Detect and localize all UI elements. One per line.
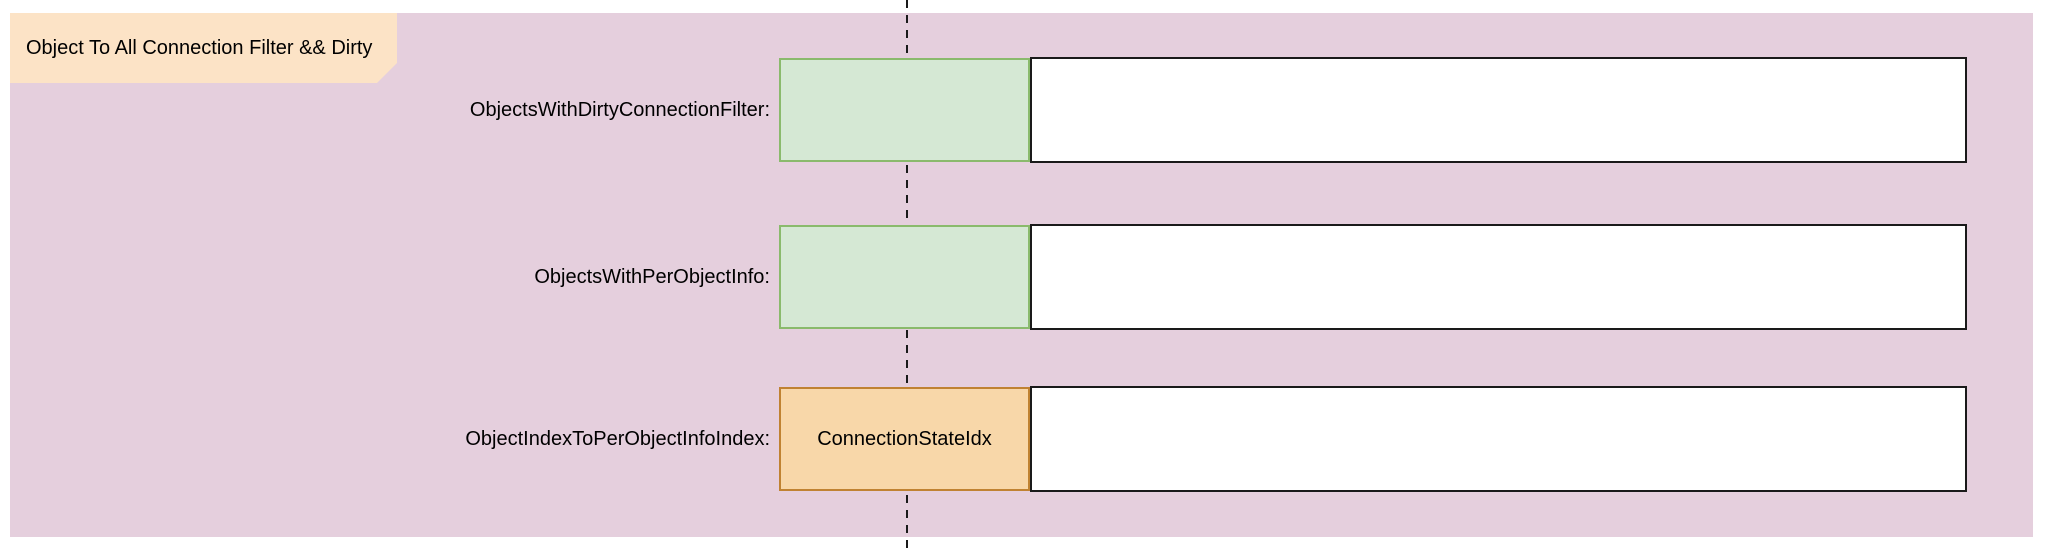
row-per-object-info: ObjectsWithPerObjectInfo: [0,224,2046,330]
green-array-box[interactable] [779,58,1030,162]
group-title: Object To All Connection Filter && Dirty [26,36,373,59]
row-label: ObjectIndexToPerObjectInfoIndex: [465,427,770,450]
green-array-box[interactable] [779,225,1030,329]
orange-index-box[interactable]: ConnectionStateIdx [779,387,1030,491]
group-title-tab[interactable]: Object To All Connection Filter && Dirty [10,13,397,83]
white-extension-box[interactable] [1030,224,1967,330]
row-label: ObjectsWithPerObjectInfo: [534,265,770,288]
row-dirty-connection-filter: ObjectsWithDirtyConnectionFilter: [0,57,2046,163]
white-extension-box[interactable] [1030,386,1967,492]
white-extension-box[interactable] [1030,57,1967,163]
orange-box-label: ConnectionStateIdx [817,427,992,450]
row-label: ObjectsWithDirtyConnectionFilter: [469,98,770,121]
row-object-index-map: ObjectIndexToPerObjectInfoIndex: Connect… [0,386,2046,492]
